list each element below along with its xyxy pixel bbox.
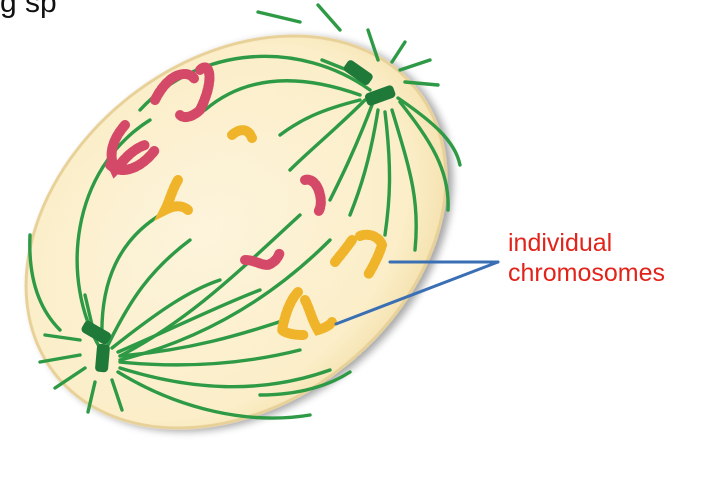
spindle-fiber — [83, 293, 94, 327]
spindle-fiber — [86, 380, 97, 414]
spindle-fiber — [256, 10, 302, 24]
heading-fragment: g sp — [0, 0, 57, 19]
chromosome — [153, 175, 193, 222]
spindle-fiber — [110, 378, 124, 412]
chromosome — [175, 62, 215, 123]
label-line-1: individual — [508, 229, 613, 257]
spindle-fiber — [403, 80, 440, 87]
chromosomes-yellow — [153, 125, 388, 340]
spindle-fiber — [43, 333, 82, 342]
spindle-fiber — [118, 348, 302, 367]
chromosome — [355, 229, 388, 280]
spindle-fiber — [106, 238, 192, 347]
spindle-fiber — [383, 110, 392, 237]
spindle-fiber — [118, 366, 332, 389]
pointer-line — [334, 260, 500, 326]
spindle-fiber — [398, 100, 450, 212]
spindle-fiber — [28, 233, 62, 332]
spindle-fiber — [53, 366, 87, 390]
chromosome — [240, 247, 285, 271]
spindle-fiber — [118, 213, 302, 358]
chromosome — [227, 125, 257, 143]
chromosome — [150, 69, 200, 105]
spindle-fiber — [116, 288, 262, 354]
spindle-fiber — [118, 238, 332, 362]
spindle-fiber — [316, 3, 342, 32]
spindle-fiber — [348, 108, 380, 217]
spindle-fiber — [100, 213, 162, 342]
chromosome-label: individual chromosomes — [508, 228, 665, 288]
chromosome — [300, 174, 326, 217]
spindle-fiber — [38, 353, 82, 364]
centriole-bottom — [81, 320, 112, 373]
chromosomes-red — [105, 62, 326, 271]
spindle-fiber — [328, 103, 374, 202]
spindle-fiber — [390, 40, 407, 64]
spindle-fiber — [398, 58, 432, 72]
spindle-fibers — [28, 3, 462, 420]
spindle-fiber — [75, 118, 152, 350]
spindle-fiber — [258, 370, 352, 397]
label-pointer-lines — [334, 260, 500, 326]
centriole-top — [343, 60, 396, 106]
chromosome — [300, 295, 337, 336]
spindle-fiber — [396, 96, 462, 167]
spindle-fiber — [278, 98, 362, 137]
spindle-fiber — [110, 278, 222, 350]
chromosome — [330, 235, 357, 267]
spindle-fiber — [366, 28, 380, 62]
chromosome — [105, 145, 160, 175]
chromosome — [276, 287, 310, 340]
spindle-fiber — [288, 98, 367, 172]
spindle-fiber — [203, 79, 362, 112]
spindle-fiber — [390, 108, 418, 252]
spindle-fiber — [116, 370, 312, 420]
label-line-2: chromosomes — [508, 259, 665, 287]
